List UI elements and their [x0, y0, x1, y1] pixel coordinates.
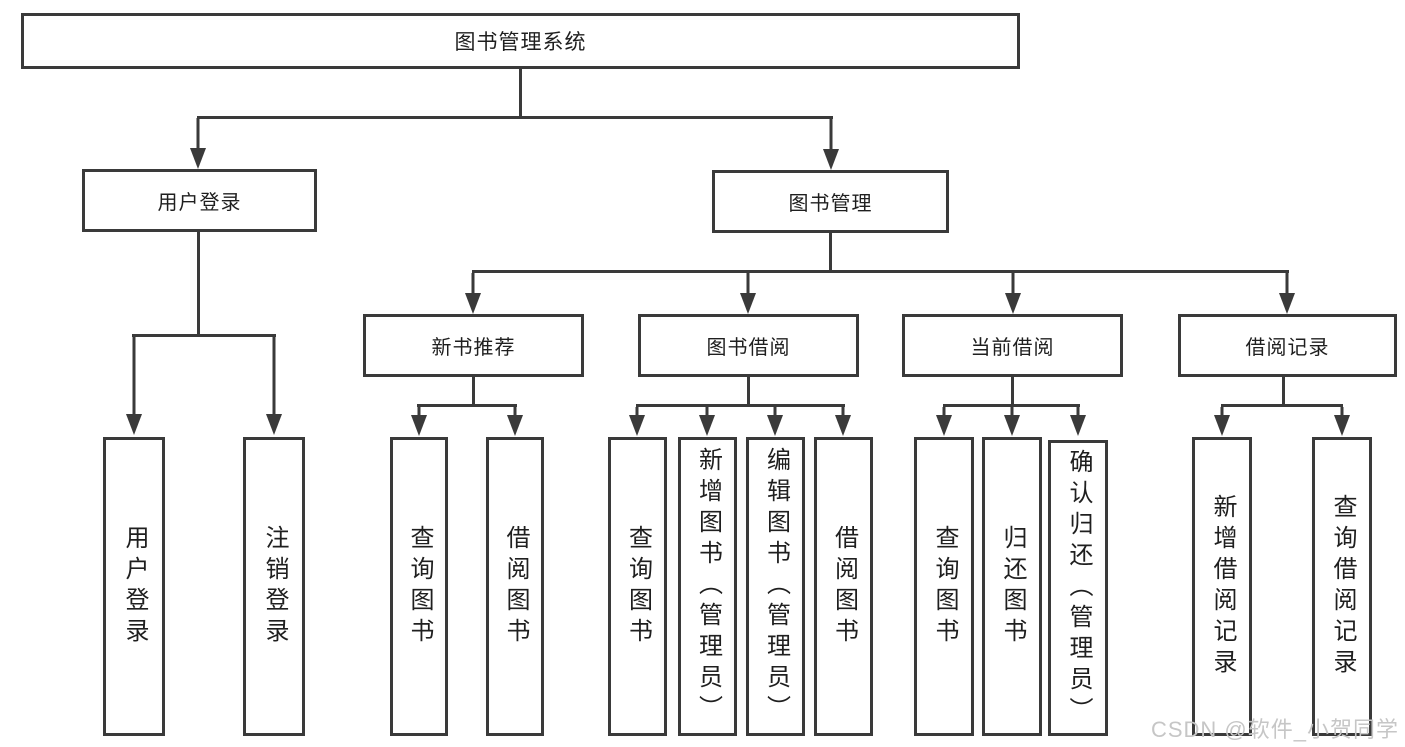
leaf-user-login: 用户登录 — [103, 437, 165, 736]
node-label: 图书管理系统 — [454, 31, 587, 54]
leaf-record-add-borrow-record: 新增借阅记录 — [1192, 437, 1252, 736]
leaf-label: 借阅图书 — [830, 524, 858, 649]
leaf-borrow-add-books-admin: 新增图书（管理员） — [678, 437, 737, 736]
arrow-record-query — [1334, 407, 1350, 436]
leaf-label: 查询图书 — [624, 524, 652, 649]
connector-new-book-rail — [417, 404, 517, 407]
arrow-to-borrow-record — [1279, 273, 1295, 314]
leaf-label: 用户登录 — [121, 524, 148, 649]
leaf-label: 查询借阅记录 — [1329, 493, 1356, 680]
leaf-newbook-borrow-books: 借阅图书 — [486, 437, 544, 736]
node-label: 借阅记录 — [1245, 337, 1330, 359]
arrow-current-return — [1004, 407, 1020, 436]
connector-user-login-stem — [197, 232, 200, 336]
arrow-to-user-login — [190, 118, 206, 169]
leaf-borrow-query-books: 查询图书 — [608, 437, 667, 736]
connector-level1-rail — [197, 116, 833, 119]
node-book-borrowing: 图书借阅 — [638, 314, 859, 377]
leaf-label: 新增图书（管理员） — [694, 447, 722, 726]
leaf-label: 编辑图书（管理员） — [762, 447, 790, 726]
leaf-current-return-books: 归还图书 — [982, 437, 1042, 736]
leaf-current-query-books: 查询图书 — [914, 437, 974, 736]
leaf-logout: 注销登录 — [243, 437, 305, 736]
arrow-to-new-book — [465, 273, 481, 314]
node-label: 图书借阅 — [706, 337, 791, 359]
connector-new-book-stem — [472, 377, 475, 406]
arrow-to-book-borrow — [740, 273, 756, 314]
leaf-label: 借阅图书 — [502, 524, 529, 649]
node-user-login: 用户登录 — [82, 169, 317, 232]
connector-level3-rail — [472, 270, 1289, 273]
arrow-new-book-borrow — [507, 407, 523, 436]
arrow-borrow-query — [629, 407, 645, 436]
connector-borrow-record-stem — [1282, 377, 1285, 406]
arrow-current-confirm — [1070, 407, 1086, 436]
leaf-label: 确认归还（管理员） — [1065, 448, 1092, 728]
arrow-borrow-add — [699, 407, 715, 436]
leaf-label: 查询图书 — [931, 524, 958, 649]
arrow-new-book-query — [411, 407, 427, 436]
node-label: 用户登录 — [157, 192, 242, 214]
arrow-to-book-management — [823, 118, 839, 170]
connector-current-borrow-stem — [1011, 377, 1014, 406]
arrow-borrow-borrow — [835, 407, 851, 436]
node-borrowing-records: 借阅记录 — [1178, 314, 1397, 377]
leaf-label: 归还图书 — [999, 524, 1026, 649]
leaf-label: 查询图书 — [406, 524, 433, 649]
node-label: 当前借阅 — [970, 337, 1055, 359]
arrow-borrow-edit — [767, 407, 783, 436]
leaf-borrow-borrow-books: 借阅图书 — [814, 437, 873, 736]
arrow-record-add — [1214, 407, 1230, 436]
leaf-label: 新增借阅记录 — [1209, 493, 1236, 680]
connector-borrow-record-rail — [1221, 404, 1343, 407]
leaf-newbook-query-books: 查询图书 — [390, 437, 448, 736]
connector-current-borrow-rail — [943, 404, 1080, 407]
node-label: 图书管理 — [788, 193, 873, 215]
node-library-management-system: 图书管理系统 — [21, 13, 1020, 69]
leaf-borrow-edit-books-admin: 编辑图书（管理员） — [746, 437, 805, 736]
connector-book-borrow-stem — [747, 377, 750, 406]
arrow-current-query — [936, 407, 952, 436]
node-current-borrowing: 当前借阅 — [902, 314, 1123, 377]
arrow-to-leaf-logout — [266, 337, 282, 435]
arrow-to-current-borrow — [1005, 273, 1021, 314]
node-new-book-recommend: 新书推荐 — [363, 314, 584, 377]
connector-book-borrow-rail — [636, 404, 845, 407]
leaf-current-confirm-return-admin: 确认归还（管理员） — [1048, 440, 1108, 736]
node-label: 新书推荐 — [431, 337, 516, 359]
connector-user-login-rail — [132, 334, 276, 337]
csdn-watermark: CSDN @软件_小贺同学 — [1150, 717, 1399, 742]
leaf-label: 注销登录 — [261, 524, 288, 649]
leaf-record-query-borrow-record: 查询借阅记录 — [1312, 437, 1372, 736]
node-book-management: 图书管理 — [712, 170, 949, 233]
connector-book-management-stem — [829, 233, 832, 272]
connector-root-stem — [519, 68, 522, 118]
arrow-to-leaf-user-login — [126, 337, 142, 435]
